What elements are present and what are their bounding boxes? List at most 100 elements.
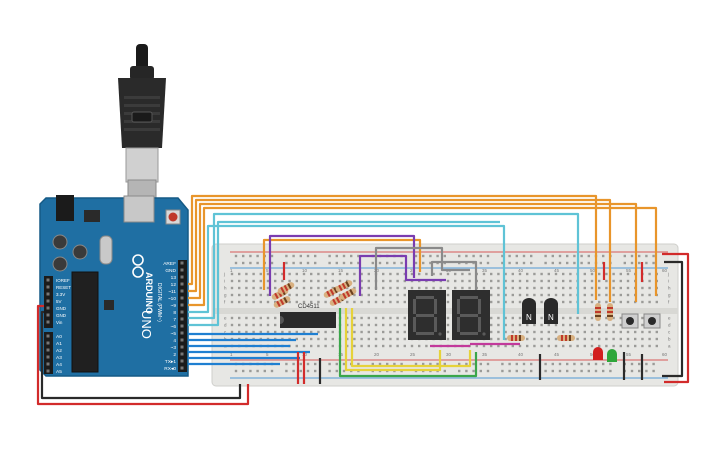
column-number-top: 45 xyxy=(554,268,560,273)
digital-pin-label: TX▸1 xyxy=(165,359,177,365)
digital-pin-label: 13 xyxy=(171,275,177,281)
digital-pin-label: ~5 xyxy=(171,331,177,337)
digital-pwm-label: DIGITAL (PWM~) xyxy=(156,283,162,322)
row-letter: f xyxy=(668,300,670,305)
digital-pin-label: GND xyxy=(165,268,176,274)
wire-yellow-2[interactable] xyxy=(350,308,472,368)
wire-gray-1[interactable] xyxy=(374,246,470,290)
row-letter: i xyxy=(668,279,669,284)
row-letter: g xyxy=(668,293,671,298)
wire-cyan-2[interactable] xyxy=(188,212,580,320)
column-number-top: 5 xyxy=(266,268,269,273)
row-letter: h xyxy=(668,286,671,291)
wire-orange-1[interactable] xyxy=(188,194,598,300)
resistor-9[interactable] xyxy=(557,335,575,341)
atmega-chip xyxy=(71,271,99,373)
digital-pin-label: 8 xyxy=(173,310,176,316)
column-number-top: 1 xyxy=(230,268,233,273)
wire-cyan-1[interactable] xyxy=(188,224,506,340)
row-letter: h xyxy=(224,286,227,291)
column-number-bottom: 1 xyxy=(230,352,233,357)
digital-pin-label: AREF xyxy=(163,261,176,267)
column-number-top: 55 xyxy=(626,268,632,273)
resistor-2[interactable] xyxy=(277,281,296,295)
transistor-2[interactable]: N xyxy=(544,298,558,324)
digital-pin-label: 2 xyxy=(173,352,176,358)
digital-pin-label: ~9 xyxy=(171,303,177,309)
column-number-bottom: 30 xyxy=(446,352,452,357)
digital-pin-label: ~3 xyxy=(171,345,177,351)
column-number-top: 25 xyxy=(410,268,416,273)
usb-port xyxy=(123,195,155,223)
wire-orange-5[interactable] xyxy=(262,238,422,290)
row-letter: e xyxy=(224,316,227,321)
column-number-bottom: 20 xyxy=(374,352,380,357)
wire-orange-4[interactable] xyxy=(188,206,658,307)
row-letter: d xyxy=(668,323,671,328)
wire-gray-2[interactable] xyxy=(430,260,478,290)
arduino-brand-label: ARDUINO xyxy=(144,272,154,314)
row-letter: f xyxy=(224,300,226,305)
pushbutton-1[interactable] xyxy=(621,313,639,329)
wire-cyan-3[interactable] xyxy=(188,220,500,327)
analog-pin-label: A2 xyxy=(56,348,62,354)
reset-button[interactable] xyxy=(168,212,178,222)
column-number-bottom: 50 xyxy=(590,352,596,357)
cd4511-ic[interactable]: CD4511 xyxy=(280,304,336,328)
wire-black-rail[interactable] xyxy=(662,260,684,378)
row-letter: j xyxy=(223,272,225,277)
column-number-top: 15 xyxy=(338,268,344,273)
wire-red-rail[interactable] xyxy=(662,252,690,384)
digital-pin-label: ~10 xyxy=(168,296,176,302)
resistor-6[interactable] xyxy=(335,279,354,293)
power-pin-label: GND xyxy=(56,313,67,318)
pushbutton-2[interactable] xyxy=(643,313,661,329)
digital-pin-label: ~11 xyxy=(168,289,176,295)
crystal xyxy=(99,235,113,265)
wire-black-gnd[interactable] xyxy=(40,310,242,400)
wire-green-1[interactable] xyxy=(338,308,478,378)
wire-purple-2[interactable] xyxy=(358,254,446,296)
column-number-bottom: 40 xyxy=(518,352,524,357)
row-letter: g xyxy=(224,293,227,298)
led-green[interactable] xyxy=(607,349,617,362)
wire-purple-1[interactable] xyxy=(268,234,416,296)
wire-red-5v[interactable] xyxy=(36,304,250,406)
arduino-logo-icon xyxy=(132,254,144,278)
column-number-bottom: 25 xyxy=(410,352,416,357)
row-letter: e xyxy=(668,316,671,321)
usb-cable[interactable] xyxy=(118,44,166,203)
dc-jack xyxy=(56,195,74,221)
column-number-bottom: 35 xyxy=(482,352,488,357)
wire-orange-2[interactable] xyxy=(188,198,612,302)
resistors xyxy=(271,279,613,341)
led-red[interactable] xyxy=(593,347,603,360)
seven-segment-display-1[interactable] xyxy=(408,290,446,340)
column-number-bottom: 60 xyxy=(662,352,668,357)
row-letter: b xyxy=(668,337,671,342)
wire-orange-3[interactable] xyxy=(188,202,638,302)
resistor-3[interactable] xyxy=(273,295,292,309)
row-letter: d xyxy=(224,323,227,328)
column-number-top: 35 xyxy=(482,268,488,273)
ic-label: CD4511 xyxy=(298,304,320,310)
power-pin-label: RESET xyxy=(56,285,71,290)
column-number-top: 60 xyxy=(662,268,668,273)
transistor-1[interactable]: N xyxy=(522,298,536,324)
resistor-7[interactable] xyxy=(339,287,358,301)
resistor-11[interactable] xyxy=(607,303,613,321)
row-letter: i xyxy=(224,279,225,284)
resistor-10[interactable] xyxy=(595,303,601,321)
wires xyxy=(36,194,690,406)
digital-pin-label: RX◂0 xyxy=(164,366,176,372)
power-pin-label: 5V xyxy=(56,299,62,304)
seven-segment-display-2[interactable] xyxy=(452,290,490,340)
transistor-1-label: N xyxy=(526,313,532,322)
resistor-8[interactable] xyxy=(507,335,525,341)
wire-yellow-1[interactable] xyxy=(344,308,442,372)
arduino-model-label: UNO xyxy=(139,310,154,339)
